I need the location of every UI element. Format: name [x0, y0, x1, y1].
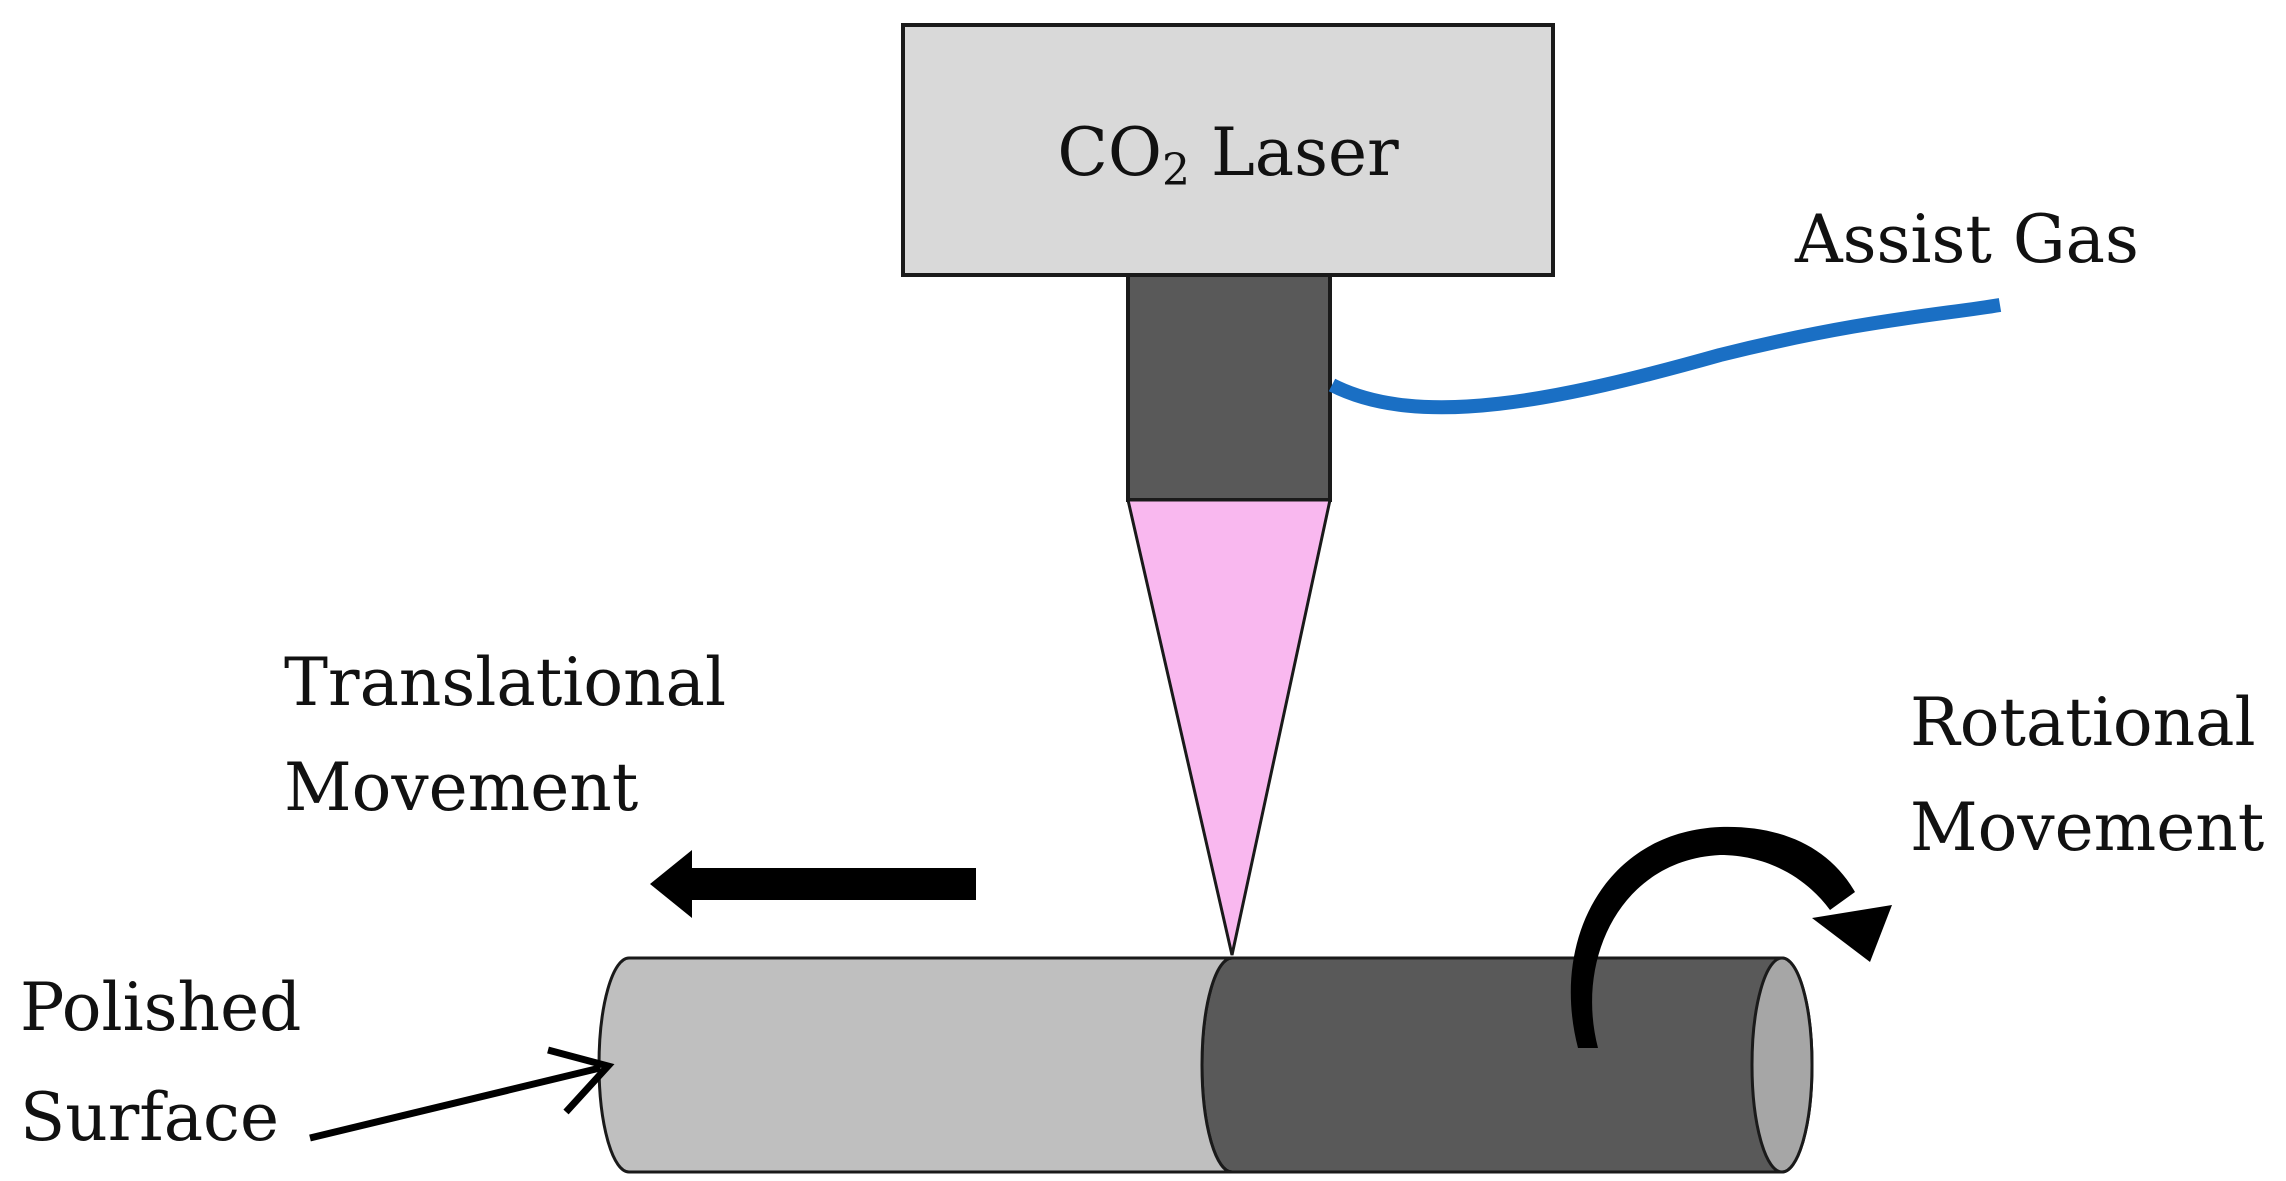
polished-surface-pointer-head — [547, 1046, 615, 1115]
assist-gas-hose — [1328, 298, 2002, 415]
polished-surface-pointer — [309, 1064, 601, 1142]
laser-label: CO2 Laser — [1057, 114, 1399, 196]
rod-end-face — [1750, 956, 1814, 1174]
rotational-label-line2: Movement — [1910, 789, 2264, 866]
laser-box — [901, 23, 1555, 277]
rotational-arrow-body — [1570, 826, 1855, 1048]
polished-label-line2: Surface — [20, 1079, 279, 1156]
translational-arrow — [650, 850, 976, 918]
assist-gas-label: Assist Gas — [1794, 201, 2139, 278]
translational-label-line1: Translational — [284, 644, 726, 721]
rotational-arrow-head — [1812, 905, 1892, 962]
laser-beam — [1126, 498, 1332, 956]
unpolished-rod-section — [1200, 956, 1814, 1174]
nozzle — [1126, 273, 1332, 502]
translational-label-line2: Movement — [284, 749, 638, 826]
polished-label-line1: Polished — [20, 969, 301, 1046]
polished-rod-section — [597, 956, 1233, 1174]
rotational-label-line1: Rotational — [1910, 684, 2256, 761]
